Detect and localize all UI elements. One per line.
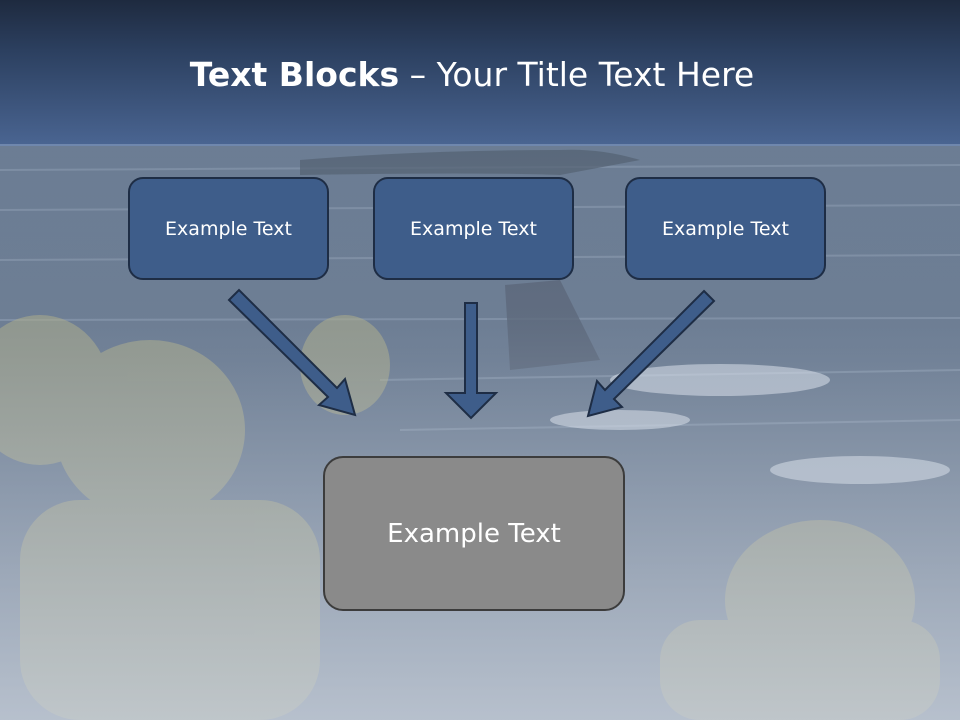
text-block-1: Example Text	[128, 177, 329, 280]
title-bar	[0, 0, 960, 146]
title-separator: –	[399, 55, 437, 94]
title-rest: Your Title Text Here	[436, 55, 755, 94]
text-block-2: Example Text	[373, 177, 574, 280]
title-bold-part: Text Blocks	[189, 55, 400, 94]
text-block-3: Example Text	[625, 177, 826, 280]
title-bar-divider	[0, 144, 960, 146]
page-title: Text Blocks – Your Title Text Here	[0, 52, 944, 98]
result-block: Example Text	[323, 456, 625, 611]
